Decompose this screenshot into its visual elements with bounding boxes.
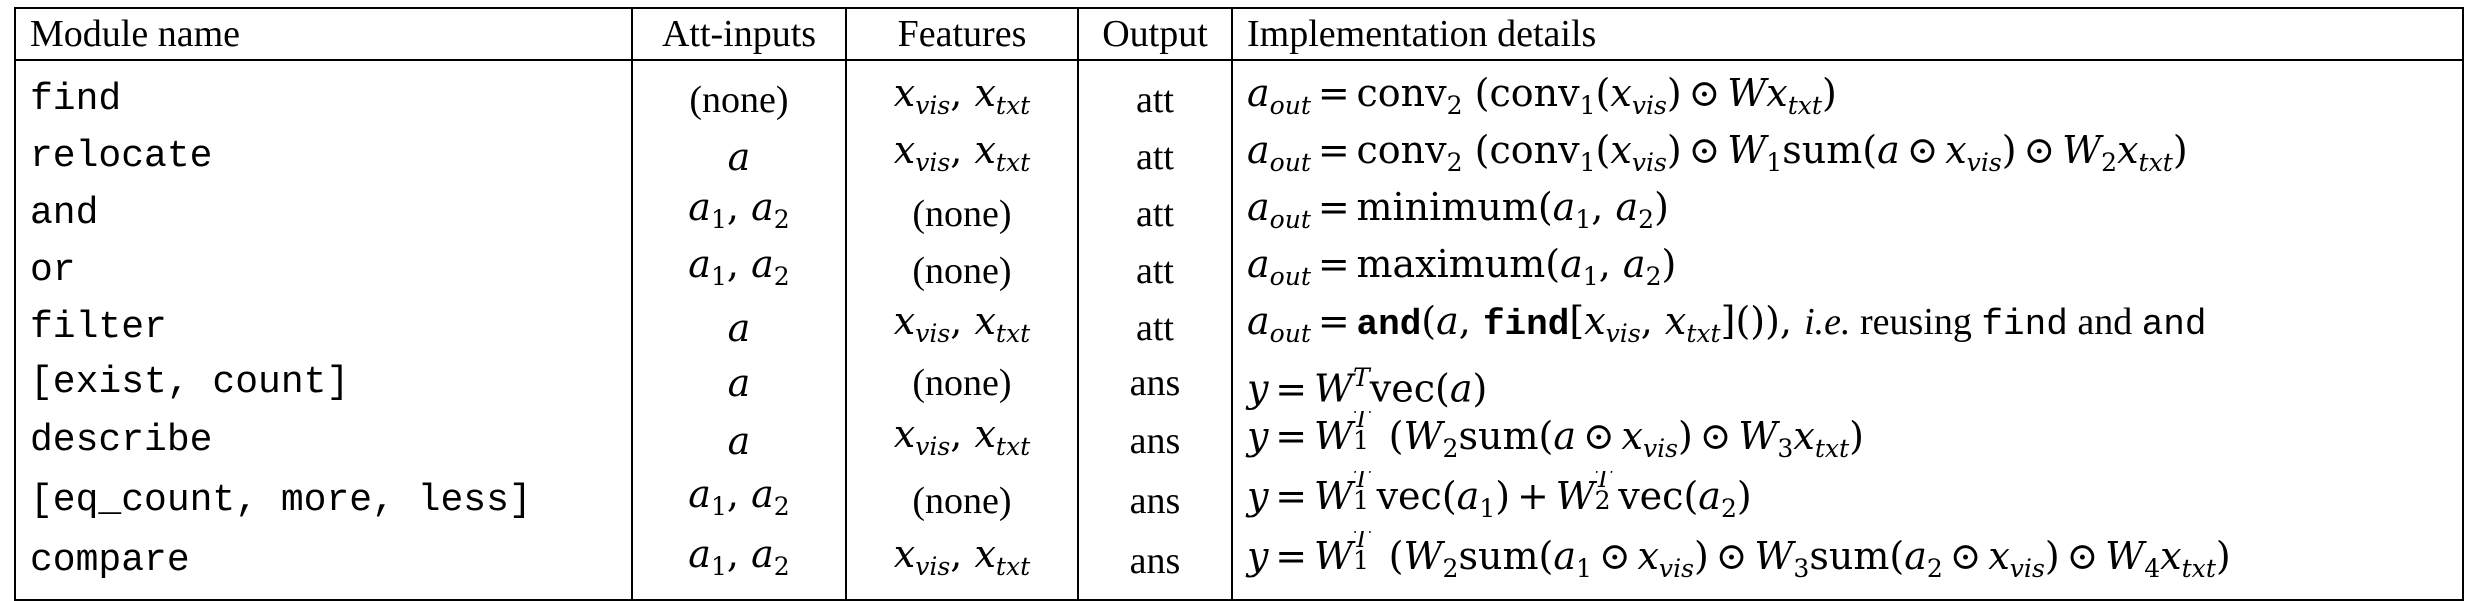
output: att bbox=[1077, 185, 1232, 243]
att-inputs: a bbox=[631, 356, 846, 411]
module-name: and bbox=[30, 191, 99, 235]
module-name: find bbox=[30, 77, 122, 121]
output: att bbox=[1077, 299, 1232, 357]
module-name: filter bbox=[30, 305, 167, 349]
features: xvis, xtxt bbox=[845, 530, 1078, 600]
features: xvis, xtxt bbox=[845, 410, 1078, 471]
implementation: aout=conv2 (conv1(xvis)⊙W1sum(a⊙xvis)⊙W2… bbox=[1231, 128, 2463, 186]
header-row: Module name Att-inputs Features Output I… bbox=[15, 8, 2463, 61]
header-implementation: Implementation details bbox=[1231, 8, 2463, 61]
implementation: aout=and(a, find[xvis, xtxt]()), i.e. re… bbox=[1231, 299, 2463, 357]
features: xvis, xtxt bbox=[845, 299, 1078, 357]
output: att bbox=[1077, 60, 1232, 129]
features: (none) bbox=[845, 242, 1078, 300]
table-row: [eq_count, more, less] a1, a2 (none) ans… bbox=[15, 470, 2463, 531]
implementation: aout=conv2 (conv1(xvis)⊙Wxtxt) bbox=[1231, 60, 2463, 129]
module-name: [exist, count] bbox=[30, 361, 350, 405]
table-row: or a1, a2 (none) att aout=maximum(a1, a2… bbox=[15, 242, 2463, 300]
module-name: [eq_count, more, less] bbox=[30, 478, 532, 522]
att-inputs: a1, a2 bbox=[631, 470, 846, 531]
features: xvis, xtxt bbox=[845, 60, 1078, 129]
implementation: aout=minimum(a1, a2) bbox=[1231, 185, 2463, 243]
header-features: Features bbox=[845, 8, 1078, 61]
table-row: filter a xvis, xtxt att aout=and(a, find… bbox=[15, 299, 2463, 357]
features: (none) bbox=[845, 356, 1078, 411]
header-module-name: Module name bbox=[15, 8, 632, 61]
att-inputs: a bbox=[631, 410, 846, 471]
att-inputs: a1, a2 bbox=[631, 185, 846, 243]
implementation: aout=maximum(a1, a2) bbox=[1231, 242, 2463, 300]
table-row: and a1, a2 (none) att aout=minimum(a1, a… bbox=[15, 185, 2463, 243]
att-inputs: a bbox=[631, 299, 846, 357]
att-inputs: a1, a2 bbox=[631, 242, 846, 300]
table-row: relocate a xvis, xtxt att aout=conv2 (co… bbox=[15, 128, 2463, 186]
table-row: find (none) xvis, xtxt att aout=conv2 (c… bbox=[15, 60, 2463, 129]
output: ans bbox=[1077, 470, 1232, 531]
module-name: describe bbox=[30, 418, 213, 462]
att-inputs: (none) bbox=[631, 60, 846, 129]
features: (none) bbox=[845, 185, 1078, 243]
table-row: [exist, count] a (none) ans y=WTvec(a) bbox=[15, 356, 2463, 411]
implementation: y=WTvec(a) bbox=[1231, 356, 2463, 411]
output: ans bbox=[1077, 356, 1232, 411]
module-name: compare bbox=[30, 538, 190, 582]
att-inputs: a1, a2 bbox=[631, 530, 846, 600]
module-name: relocate bbox=[30, 134, 213, 178]
att-inputs: a bbox=[631, 128, 846, 186]
modules-table: Module name Att-inputs Features Output I… bbox=[14, 7, 2464, 601]
output: ans bbox=[1077, 410, 1232, 471]
features: (none) bbox=[845, 470, 1078, 531]
output: ans bbox=[1077, 530, 1232, 600]
output: att bbox=[1077, 128, 1232, 186]
header-att-inputs: Att-inputs bbox=[631, 8, 846, 61]
header-output: Output bbox=[1077, 8, 1232, 61]
output: att bbox=[1077, 242, 1232, 300]
features: xvis, xtxt bbox=[845, 128, 1078, 186]
module-name: or bbox=[30, 248, 76, 292]
